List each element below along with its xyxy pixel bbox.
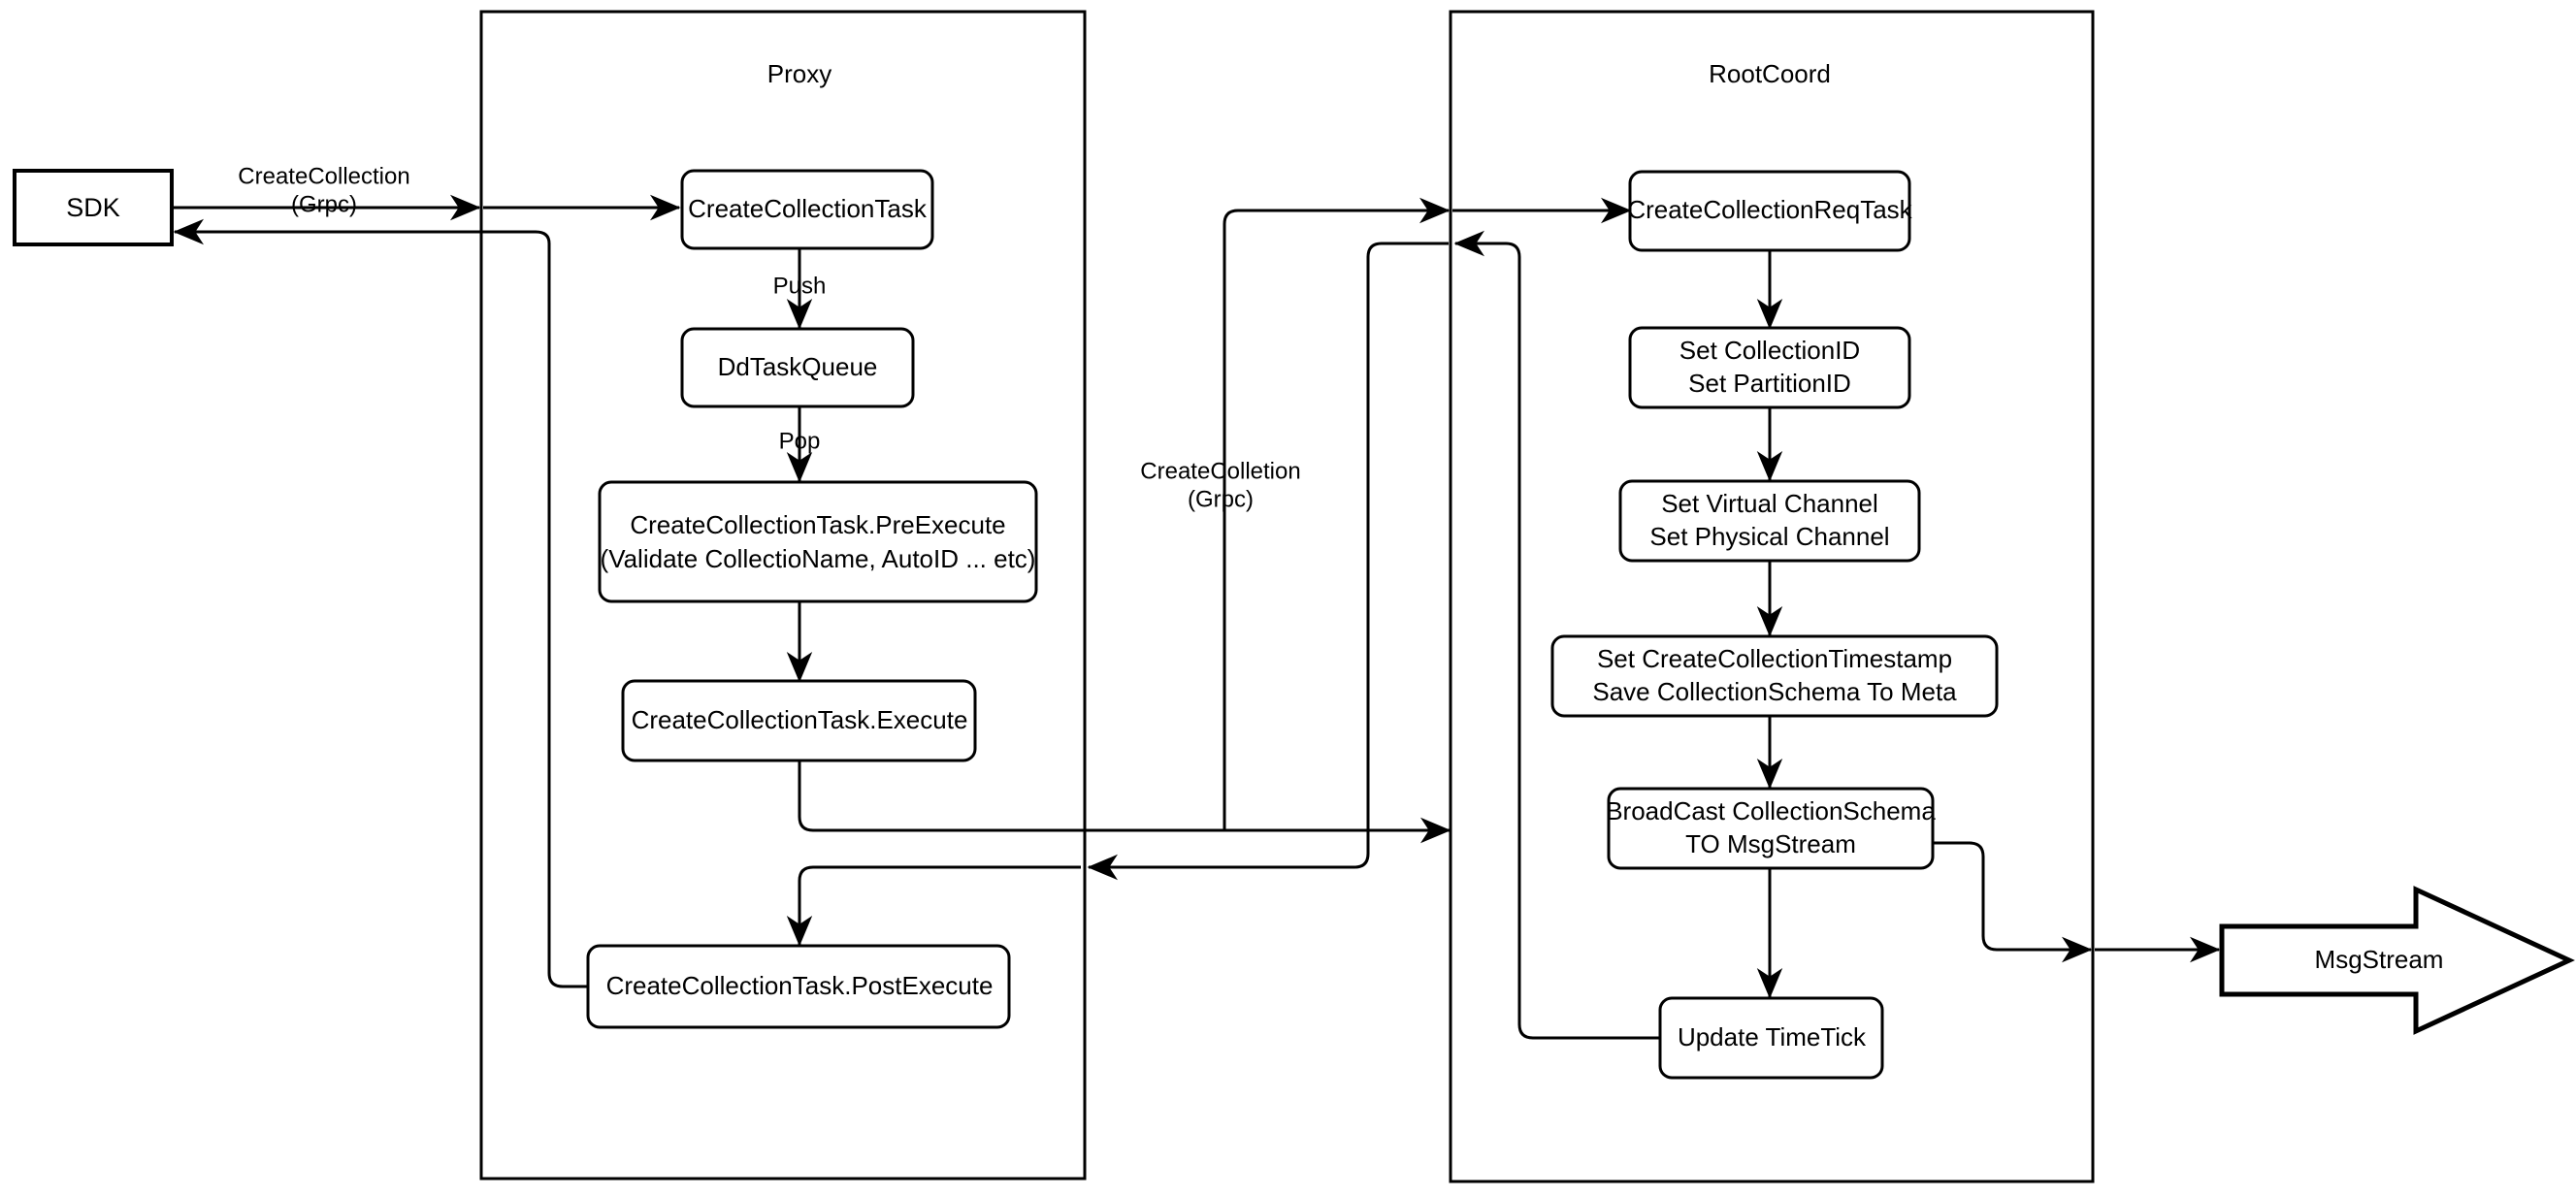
node-set-ids[interactable]: Set CollectionID Set PartitionID [1628,326,1911,409]
edge-label-push: Push [773,273,827,299]
edge-label-pop: Pop [779,428,821,454]
node-set-channels-label-line2: Set Physical Channel [1649,522,1889,551]
node-set-ids-label-line2: Set PartitionID [1688,369,1851,398]
node-sdk-label: SDK [66,193,120,222]
node-execute[interactable]: CreateCollectionTask.Execute [621,679,977,762]
edge-label-proxy-to-rootcoord-line2: (Grpc) [1188,486,1254,512]
node-broadcast[interactable]: BroadCast CollectionSchema TO MsgStream [1606,787,1936,870]
node-set-timestamp-label-line2: Save CollectionSchema To Meta [1592,677,1957,706]
node-create-collection-req-task[interactable]: CreateCollectionReqTask [1627,170,1913,252]
edge-broadcast-to-msgstream-lane [1933,841,2093,963]
edge-label-sdk-to-proxy-line1: CreateCollection [238,163,409,189]
node-update-timetick-rect[interactable] [1658,996,1884,1080]
node-create-collection-task-rect[interactable] [680,169,934,250]
node-pre-execute-rect[interactable] [598,480,1038,603]
node-post-execute-label: CreateCollectionTask.PostExecute [606,971,994,1000]
edge-update-timetick-return [1453,230,1661,1040]
node-post-execute[interactable]: CreateCollectionTask.PostExecute [586,944,1011,1029]
node-dd-task-queue-label: DdTaskQueue [718,352,878,381]
node-post-execute-rect[interactable] [586,944,1011,1029]
node-create-collection-task-label: CreateCollectionTask [688,194,928,223]
swimlane-proxy-label: Proxy [767,59,831,88]
node-pre-execute-label-line2: (Validate CollectioName, AutoID ... etc) [601,544,1036,573]
node-msgstream-label: MsgStream [2315,945,2444,974]
node-set-channels-label-line1: Set Virtual Channel [1661,489,1878,518]
edge-post-execute-to-sdk [173,218,591,988]
edge-proxy-to-rootcoord-grpc [1223,197,1451,830]
node-pre-execute[interactable]: CreateCollectionTask.PreExecute (Validat… [598,480,1038,603]
node-broadcast-label-line1: BroadCast CollectionSchema [1606,796,1936,825]
node-set-channels[interactable]: Set Virtual Channel Set Physical Channel [1618,479,1921,563]
node-broadcast-rect[interactable] [1607,787,1935,870]
edge-label-sdk-to-proxy-line2: (Grpc) [291,191,357,217]
node-set-ids-rect[interactable] [1628,326,1911,409]
edge-return-to-post-execute [786,865,1081,947]
node-execute-rect[interactable] [621,679,977,762]
node-execute-label: CreateCollectionTask.Execute [632,705,968,734]
edge-label-proxy-to-rootcoord: CreateColletion (Grpc) [1140,458,1300,512]
edge-rootcoord-to-proxy-return [1087,242,1449,881]
node-pre-execute-label-line1: CreateCollectionTask.PreExecute [630,510,1005,539]
node-sdk[interactable]: SDK [13,169,174,246]
swimlane-rootcoord-label: RootCoord [1709,59,1831,88]
node-update-timetick-label: Update TimeTick [1678,1022,1867,1051]
node-msgstream[interactable]: MsgStream [2219,886,2575,1035]
node-create-collection-req-task-label: CreateCollectionReqTask [1627,195,1912,224]
edge-label-sdk-to-proxy: CreateCollection (Grpc) [238,163,409,217]
node-dd-task-queue[interactable]: DdTaskQueue [680,327,915,408]
node-create-collection-req-task-rect[interactable] [1628,170,1911,252]
node-msgstream-arrow-shape[interactable] [2219,886,2575,1035]
node-set-timestamp[interactable]: Set CreateCollectionTimestamp Save Colle… [1550,634,1999,718]
edge-execute-to-rootcoord [798,760,1451,844]
node-set-channels-rect[interactable] [1618,479,1921,563]
node-set-timestamp-rect[interactable] [1550,634,1999,718]
node-update-timetick[interactable]: Update TimeTick [1658,996,1884,1080]
node-dd-task-queue-rect[interactable] [680,327,915,408]
node-set-timestamp-label-line1: Set CreateCollectionTimestamp [1597,644,1952,673]
node-broadcast-label-line2: TO MsgStream [1685,829,1856,858]
node-set-ids-label-line1: Set CollectionID [1679,336,1860,365]
edge-label-proxy-to-rootcoord-line1: CreateColletion [1140,458,1300,484]
node-sdk-rect[interactable] [13,169,174,246]
node-create-collection-task[interactable]: CreateCollectionTask [680,169,934,250]
